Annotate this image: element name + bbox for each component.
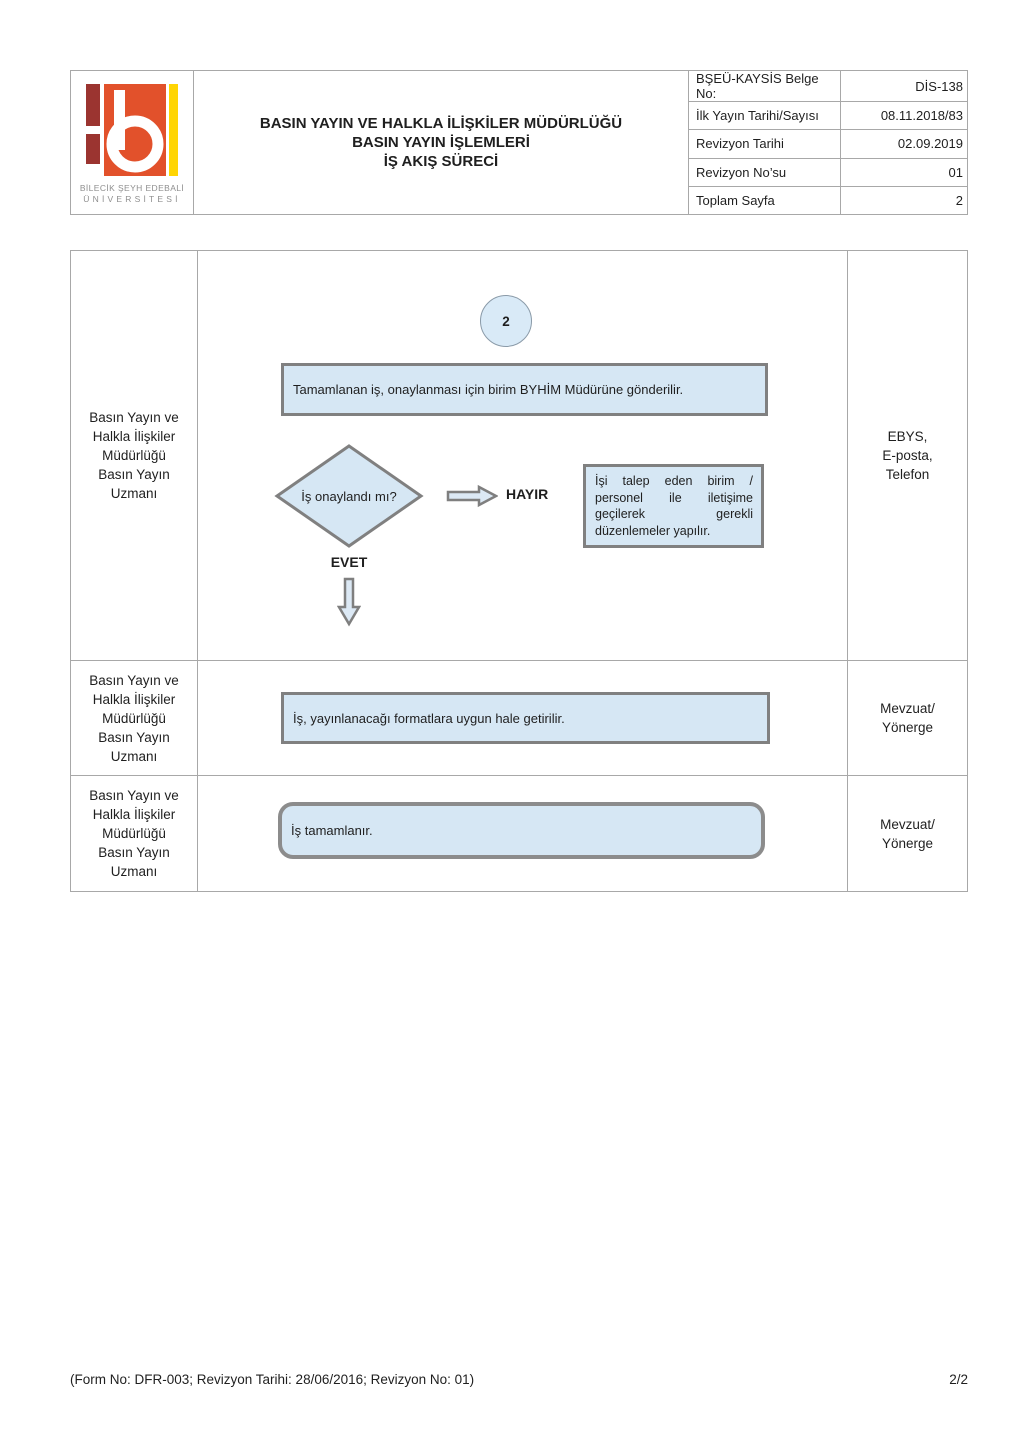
info-value: 08.11.2018/83: [880, 108, 963, 124]
document-title: BASIN YAYIN VE HALKLA İLİŞKİLER MÜDÜRLÜĞ…: [194, 71, 689, 214]
flow-cell-row2: [198, 661, 848, 776]
yes-arrow-icon: [336, 577, 362, 632]
process-box-no-action: İşi talep eden birim / personel ile ilet…: [583, 464, 764, 548]
info-value: DİS-138: [915, 78, 963, 94]
info-row-revizyon-no: Revizyon No’su 01: [689, 158, 967, 187]
university-logo: BİLECİK ŞEYH EDEBALİ ÜNİVERSİTESİ: [71, 71, 194, 214]
terminator-box-complete: İş tamamlanır.: [278, 802, 765, 859]
no-arrow-icon: [446, 484, 499, 513]
decision-diamond: İş onaylandı mı?: [274, 443, 424, 549]
info-row-ilk-yayin: İlk Yayın Tarihi/Sayısı 08.11.2018/83: [689, 102, 967, 131]
diamond-shape-icon: [274, 444, 424, 548]
flow-cell-row3: [198, 776, 848, 891]
document-info-table: BŞEÜ-KAYSİS Belge No: DİS-138 İlk Yayın …: [689, 71, 967, 214]
flowchart-layer: 2 Tamamlanan iş, onaylanması için birim …: [71, 251, 967, 891]
process-box-send-approval: Tamamlanan iş, onaylanması için birim BY…: [281, 363, 768, 416]
title-line-2: BASIN YAYIN İŞLEMLERİ: [352, 134, 530, 151]
flowchart-table: Basın Yayın ve Halkla İlişkiler Müdürlüğ…: [70, 250, 968, 892]
flow-cell-row1: [198, 251, 848, 661]
info-row-belge-no: BŞEÜ-KAYSİS Belge No: DİS-138: [689, 71, 967, 102]
no-branch-label: HAYIR: [506, 486, 549, 502]
actor-cell-row3: Basın Yayın ve Halkla İlişkiler Müdürlüğ…: [71, 776, 198, 891]
document-footer: (Form No: DFR-003; Revizyon Tarihi: 28/0…: [70, 1372, 968, 1387]
process-text: Tamamlanan iş, onaylanması için birim BY…: [293, 382, 684, 397]
info-label: BŞEÜ-KAYSİS Belge No:: [689, 71, 841, 101]
process-text: İş tamamlanır.: [291, 823, 373, 838]
resources-cell-row1: EBYS, E-posta, Telefon: [848, 251, 967, 661]
process-box-format: İş, yayınlanacağı formatlara uygun hale …: [281, 692, 770, 744]
title-line-3: İŞ AKIŞ SÜRECİ: [383, 153, 499, 170]
info-row-revizyon-tarihi: Revizyon Tarihi 02.09.2019: [689, 130, 967, 159]
actor-cell-row1: Basın Yayın ve Halkla İlişkiler Müdürlüğ…: [71, 251, 198, 661]
title-line-1: BASIN YAYIN VE HALKLA İLİŞKİLER MÜDÜRLÜĞ…: [259, 115, 623, 132]
university-name-line1: BİLECİK ŞEYH EDEBALİ: [79, 183, 185, 193]
university-name-line2: ÜNİVERSİTESİ: [83, 194, 181, 204]
page-connector-circle: 2: [480, 295, 532, 347]
process-text: İşi talep eden birim / personel ile ilet…: [595, 474, 753, 538]
resources-cell-row3: Mevzuat/ Yönerge: [880, 816, 935, 851]
footer-form-info: (Form No: DFR-003; Revizyon Tarihi: 28/0…: [70, 1372, 475, 1387]
yes-branch-label: EVET: [330, 554, 368, 570]
decision-question: İş onaylandı mı?: [301, 488, 397, 504]
info-value: 2: [955, 192, 963, 208]
info-label: Revizyon No’su: [689, 158, 841, 186]
resources-cell-row2: Mevzuat/ Yönerge: [848, 661, 967, 776]
process-text: İş, yayınlanacağı formatlara uygun hale …: [293, 710, 565, 726]
info-row-toplam-sayfa: Toplam Sayfa 2: [689, 186, 967, 214]
footer-page-number: 2/2: [949, 1372, 968, 1387]
document-header: BİLECİK ŞEYH EDEBALİ ÜNİVERSİTESİ BASIN …: [70, 70, 968, 215]
actor-cell-row2: Basın Yayın ve Halkla İlişkiler Müdürlüğ…: [71, 661, 198, 776]
university-logo-icon: [86, 84, 178, 176]
info-value: 01: [948, 164, 963, 180]
info-label: Revizyon Tarihi: [689, 130, 841, 158]
info-label: İlk Yayın Tarihi/Sayısı: [689, 102, 841, 130]
info-label: Toplam Sayfa: [689, 186, 841, 214]
info-value: 02.09.2019: [897, 136, 963, 152]
